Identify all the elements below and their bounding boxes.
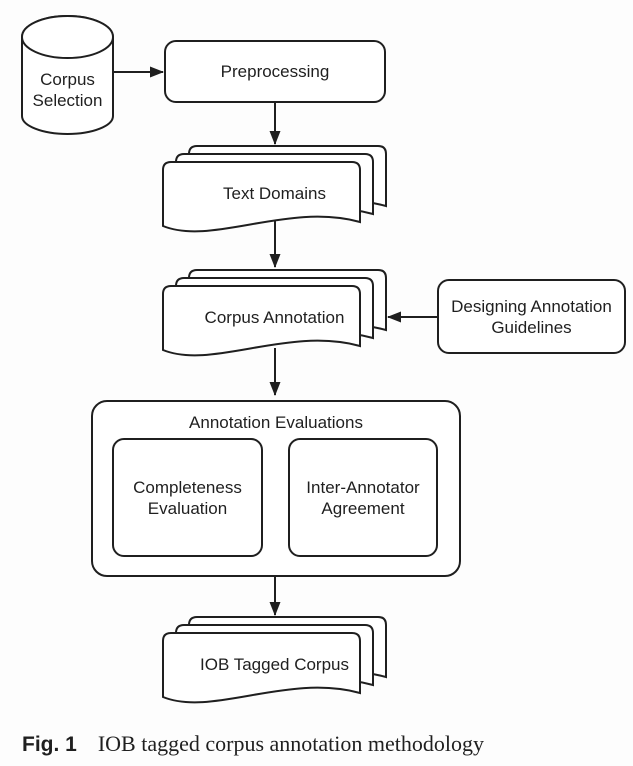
corpus-annotation-stack-icon [162,269,387,357]
corpus-selection-cylinder-icon [21,14,114,136]
figure-caption: Fig. 1 IOB tagged corpus annotation metho… [22,731,484,757]
document-front-page [162,632,361,704]
cylinder-top-rim [21,15,114,59]
designing-guidelines-node [437,279,626,354]
preprocessing-node [164,40,386,103]
inter-annotator-agreement-node [288,438,438,557]
iob-tagged-corpus-stack-icon [162,616,387,704]
figure-caption-number: Fig. 1 [22,733,77,756]
document-front-page [162,285,361,357]
document-front-page [162,161,361,233]
figure-caption-text: IOB tagged corpus annotation methodology [97,731,484,756]
completeness-evaluation-node [112,438,263,557]
text-domains-stack-icon [162,145,387,233]
